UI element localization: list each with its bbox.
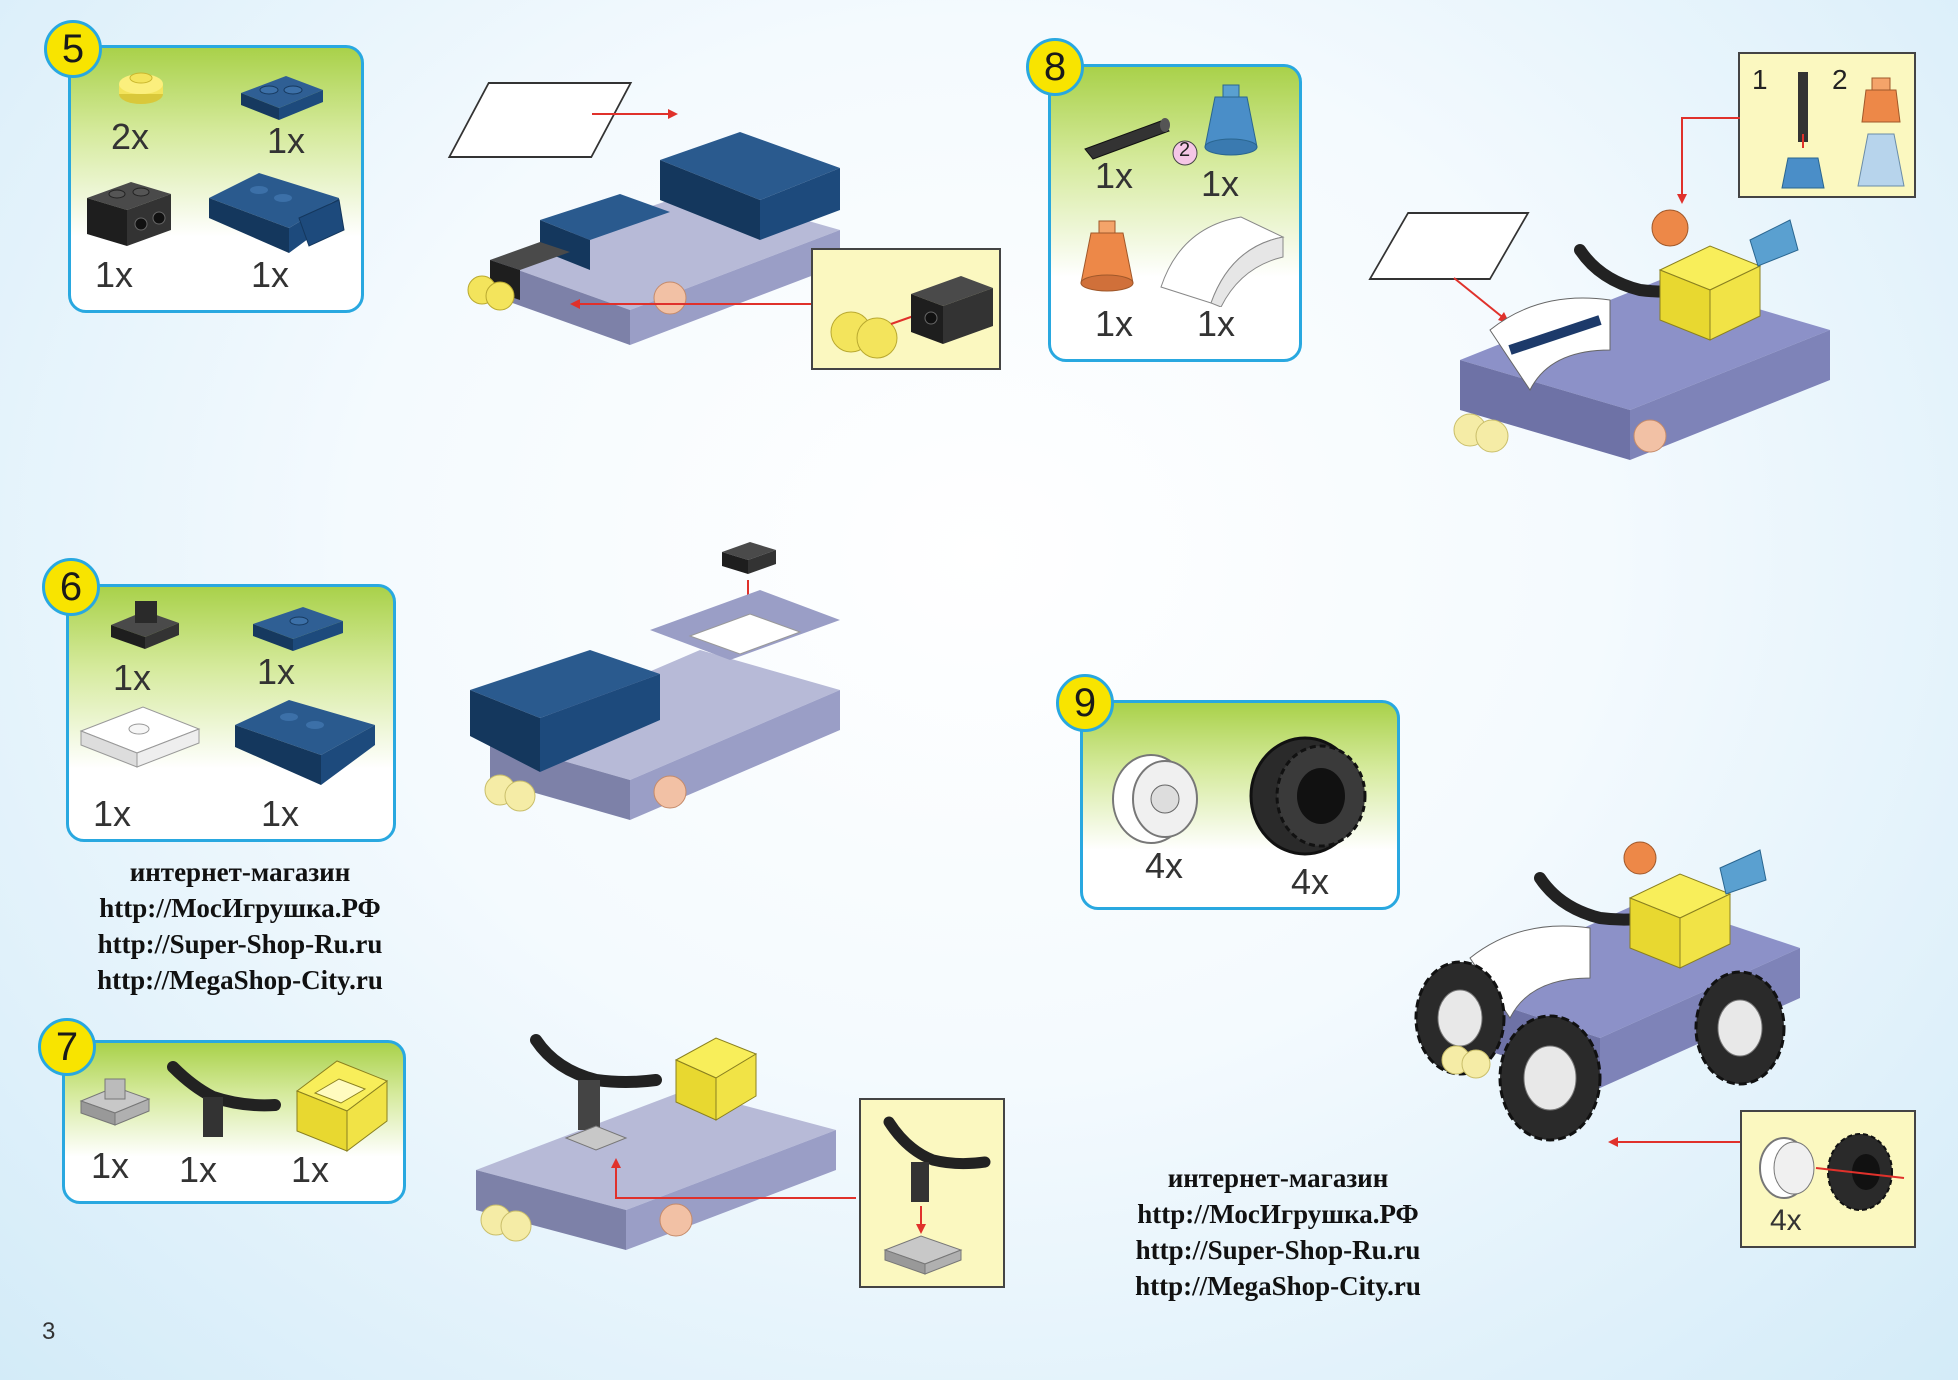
shop-link-3[interactable]: http://MegaShop-City.ru <box>97 965 383 995</box>
step-5-callout <box>811 248 1001 370</box>
step-6-qty-1: 1x <box>113 657 152 698</box>
shop-advert-title: интернет-магазин <box>1167 1163 1389 1193</box>
arrow-callout-to-model <box>570 299 816 309</box>
step-7-callout-parts <box>883 1116 991 1275</box>
shop-link-1[interactable]: http://МосИгрушка.РФ <box>1137 1199 1419 1229</box>
page-number: 3 <box>42 1318 56 1345</box>
step-8-qty-3: 1x <box>1095 303 1134 344</box>
arrow-callout-8-to-model <box>1677 117 1740 204</box>
arrow-callout-9-to-model <box>1608 1137 1744 1147</box>
black-bar-part <box>1084 118 1198 166</box>
step-5-parts-box: 2x 1x 1x 1x <box>68 45 364 313</box>
white-tile-part <box>79 706 201 768</box>
step-9-parts-box: 4x 4x <box>1080 700 1400 910</box>
step-9-callout-parts <box>1759 1133 1905 1211</box>
step-8-qty-1: 1x <box>1095 155 1134 196</box>
sub-step-2: 2 <box>1832 64 1848 95</box>
dark-blue-plate-part <box>241 76 323 120</box>
white-rim-part <box>1112 754 1198 844</box>
step-6-qty-3: 1x <box>93 793 132 834</box>
shop-link-3[interactable]: http://MegaShop-City.ru <box>1135 1271 1421 1301</box>
black-clip-plate-part <box>111 601 179 649</box>
step-9-qty-1: 4x <box>1145 845 1184 886</box>
step-5-callout-parts <box>830 276 993 359</box>
step-9-callout-qty: 4x <box>1770 1204 1802 1237</box>
step-7-qty-1: 1x <box>91 1145 130 1186</box>
step-8-qty-4: 1x <box>1197 303 1236 344</box>
step-6-qty-4: 1x <box>261 793 300 834</box>
step-7-number: 7 <box>38 1018 96 1076</box>
yellow-seat-part <box>295 1060 389 1152</box>
step-9-number: 9 <box>1056 674 1114 732</box>
step-6-number: 6 <box>42 558 100 616</box>
black-bracket-part <box>87 182 171 246</box>
dark-blue-fender-part <box>209 173 345 253</box>
step-8-vehicle-model <box>1453 209 1830 460</box>
step-9-callout: 4x <box>1740 1110 1916 1248</box>
step-5-vehicle-model <box>467 132 840 345</box>
step-5-qty-1: 2x <box>111 116 150 157</box>
step-6-qty-2: 1x <box>257 651 296 692</box>
step-9-qty-2: 4x <box>1291 861 1330 902</box>
step-5-qty-3: 1x <box>95 254 134 295</box>
step-5-qty-2: 1x <box>267 120 306 161</box>
black-tire-part <box>1249 736 1367 856</box>
arrow-decal-to-model <box>592 109 678 119</box>
final-vehicle-model <box>1414 841 1800 1142</box>
black-handlebar-part <box>167 1061 281 1137</box>
yellow-round-plate-part <box>119 72 163 104</box>
step-7-parts-box: 1x 1x 1x <box>62 1040 406 1204</box>
shop-advert-right: интернет-магазин http://МосИгрушка.РФ ht… <box>1108 1160 1448 1304</box>
step-7-qty-2: 1x <box>179 1149 218 1190</box>
orange-cone-part <box>1080 220 1134 292</box>
step-7-vehicle-model <box>476 1034 856 1250</box>
step-8-number: 8 <box>1026 38 1084 96</box>
shop-link-1[interactable]: http://МосИгрушка.РФ <box>99 893 381 923</box>
step-8-callout-parts <box>1781 72 1905 189</box>
step-8-parts-box: 2 1x 1x 1x 1x <box>1048 64 1302 362</box>
white-curved-slope-part <box>1160 216 1285 307</box>
sub-step-1: 1 <box>1752 64 1768 95</box>
step-5-number: 5 <box>44 20 102 78</box>
step-8-callout: 1 2 <box>1738 52 1916 198</box>
dark-blue-fender-part <box>235 700 375 785</box>
shop-link-2[interactable]: http://Super-Shop-Ru.ru <box>1135 1235 1421 1265</box>
shop-advert-left: интернет-магазин http://МосИгрушка.РФ ht… <box>70 854 410 998</box>
step-7-callout <box>859 1098 1005 1288</box>
shop-link-2[interactable]: http://Super-Shop-Ru.ru <box>97 929 383 959</box>
blue-cone-part <box>1204 84 1258 156</box>
step-6-parts-box: 1x 1x 1x 1x <box>66 584 396 842</box>
step-6-vehicle-model <box>470 542 840 820</box>
length-badge: 2 <box>1179 139 1191 161</box>
shop-advert-title: интернет-магазин <box>129 857 351 887</box>
step-7-qty-3: 1x <box>291 1149 330 1190</box>
grey-clip-plate-part <box>79 1078 151 1126</box>
step-5-qty-4: 1x <box>251 254 290 295</box>
step-8-qty-2: 1x <box>1201 163 1240 204</box>
dark-blue-plate-part <box>253 607 343 651</box>
